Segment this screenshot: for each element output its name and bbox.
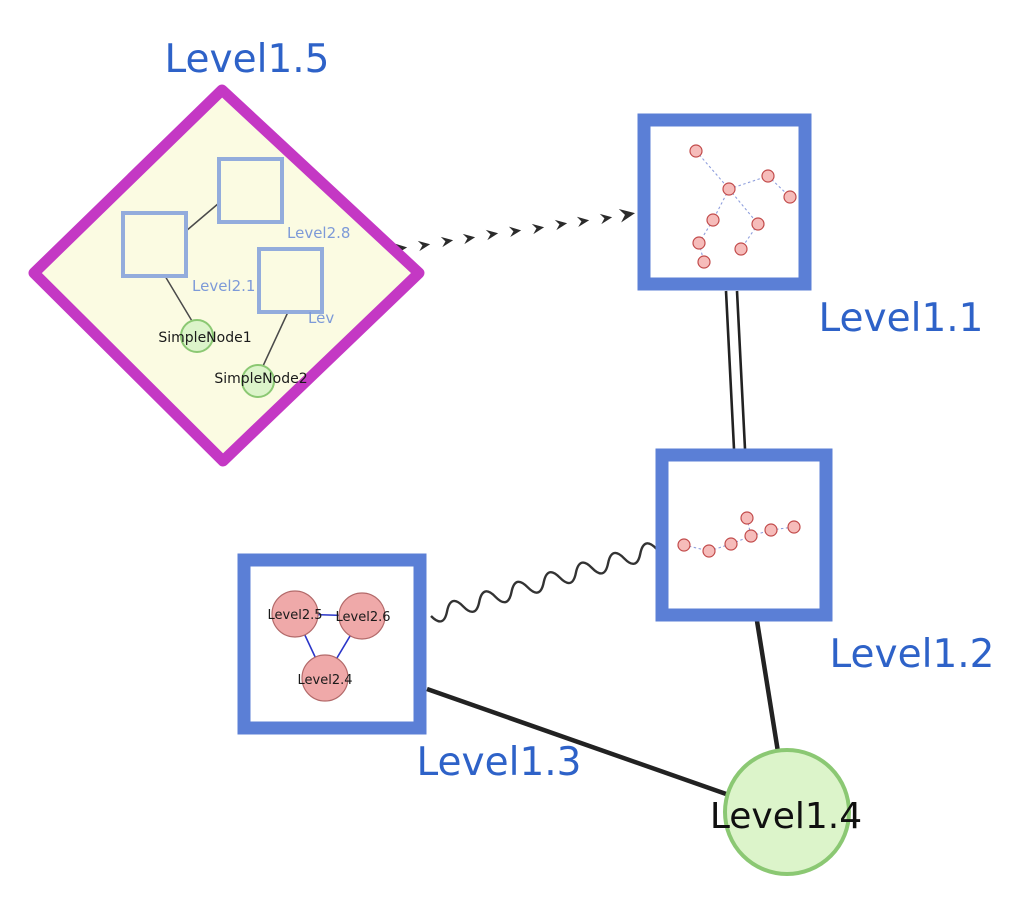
mini-node (734, 242, 748, 256)
edge-level21-level28[interactable] (185, 202, 220, 232)
level1-1-label: Level1.1 (819, 296, 984, 341)
node-level2-6[interactable] (338, 592, 386, 640)
node-level1-2-group: Level1.2 (655, 448, 995, 677)
edge-level11-level12[interactable] (724, 290, 747, 450)
level2-1-label: Level2.1 (192, 277, 255, 295)
level2-6-label: Level2.6 (336, 610, 391, 625)
node-level1-1[interactable] (637, 113, 812, 291)
mini-node (692, 236, 706, 250)
node-level2-4[interactable] (301, 654, 349, 702)
mini-graph-level1-2 (677, 511, 801, 558)
mini-node (787, 520, 801, 534)
node-level1-4[interactable] (723, 748, 851, 876)
node-level1-3[interactable] (237, 553, 427, 735)
mini-node (722, 182, 736, 196)
level1-3-label: Level1.3 (417, 740, 582, 785)
simplenode1-label: SimpleNode1 (158, 330, 251, 346)
mini-node (702, 544, 716, 558)
mini-node (689, 144, 703, 158)
node-level1-2[interactable] (655, 448, 833, 622)
node-level1-1-group: Level1.1 (637, 113, 984, 341)
edge-level15-level11[interactable] (394, 209, 636, 254)
level2-5-label: Level2.5 (268, 608, 323, 623)
mini-node (761, 169, 775, 183)
mini-node (764, 523, 778, 537)
node-simplenode2[interactable] (241, 364, 275, 398)
node-level1-3-group: Level2.5 Level2.6 Level2.4 Level1.3 (237, 553, 582, 785)
mini-node (783, 190, 797, 204)
mini-node (677, 538, 691, 552)
mini-node (697, 255, 711, 269)
edge-level13-level14[interactable] (426, 686, 730, 798)
edge-lev-simplenode2[interactable] (262, 311, 289, 367)
mini-node (706, 213, 720, 227)
node-level1-4-group: Level1.4 (710, 748, 862, 876)
level2-8-label: Level2.8 (287, 224, 350, 242)
edge-level21-simplenode1[interactable] (164, 275, 193, 322)
node-level2-1-square[interactable] (121, 211, 188, 278)
level1-4-label: Level1.4 (710, 796, 862, 837)
mini-graph-level1-1 (689, 144, 797, 269)
mini-node (740, 511, 754, 525)
lev-label: Lev (308, 309, 334, 327)
node-level2-8-square[interactable] (217, 157, 284, 224)
simplenode2-label: SimpleNode2 (214, 371, 307, 387)
level1-5-label: Level1.5 (165, 37, 330, 82)
mini-node (744, 529, 758, 543)
level2-4-label: Level2.4 (298, 673, 353, 688)
node-simplenode1[interactable] (180, 319, 214, 353)
level1-2-label: Level1.2 (830, 632, 995, 677)
node-level2-5[interactable] (271, 590, 319, 638)
edge-level12-level13[interactable] (430, 542, 658, 623)
mini-node (751, 217, 765, 231)
node-lev-square[interactable] (257, 247, 324, 314)
mini-node (724, 537, 738, 551)
edge-level12-level14[interactable] (754, 620, 781, 753)
node-level1-5-diamond[interactable] (28, 84, 425, 467)
node-level1-5-group: Level2.8 Level2.1 Lev SimpleNode1 Simple… (28, 37, 425, 467)
